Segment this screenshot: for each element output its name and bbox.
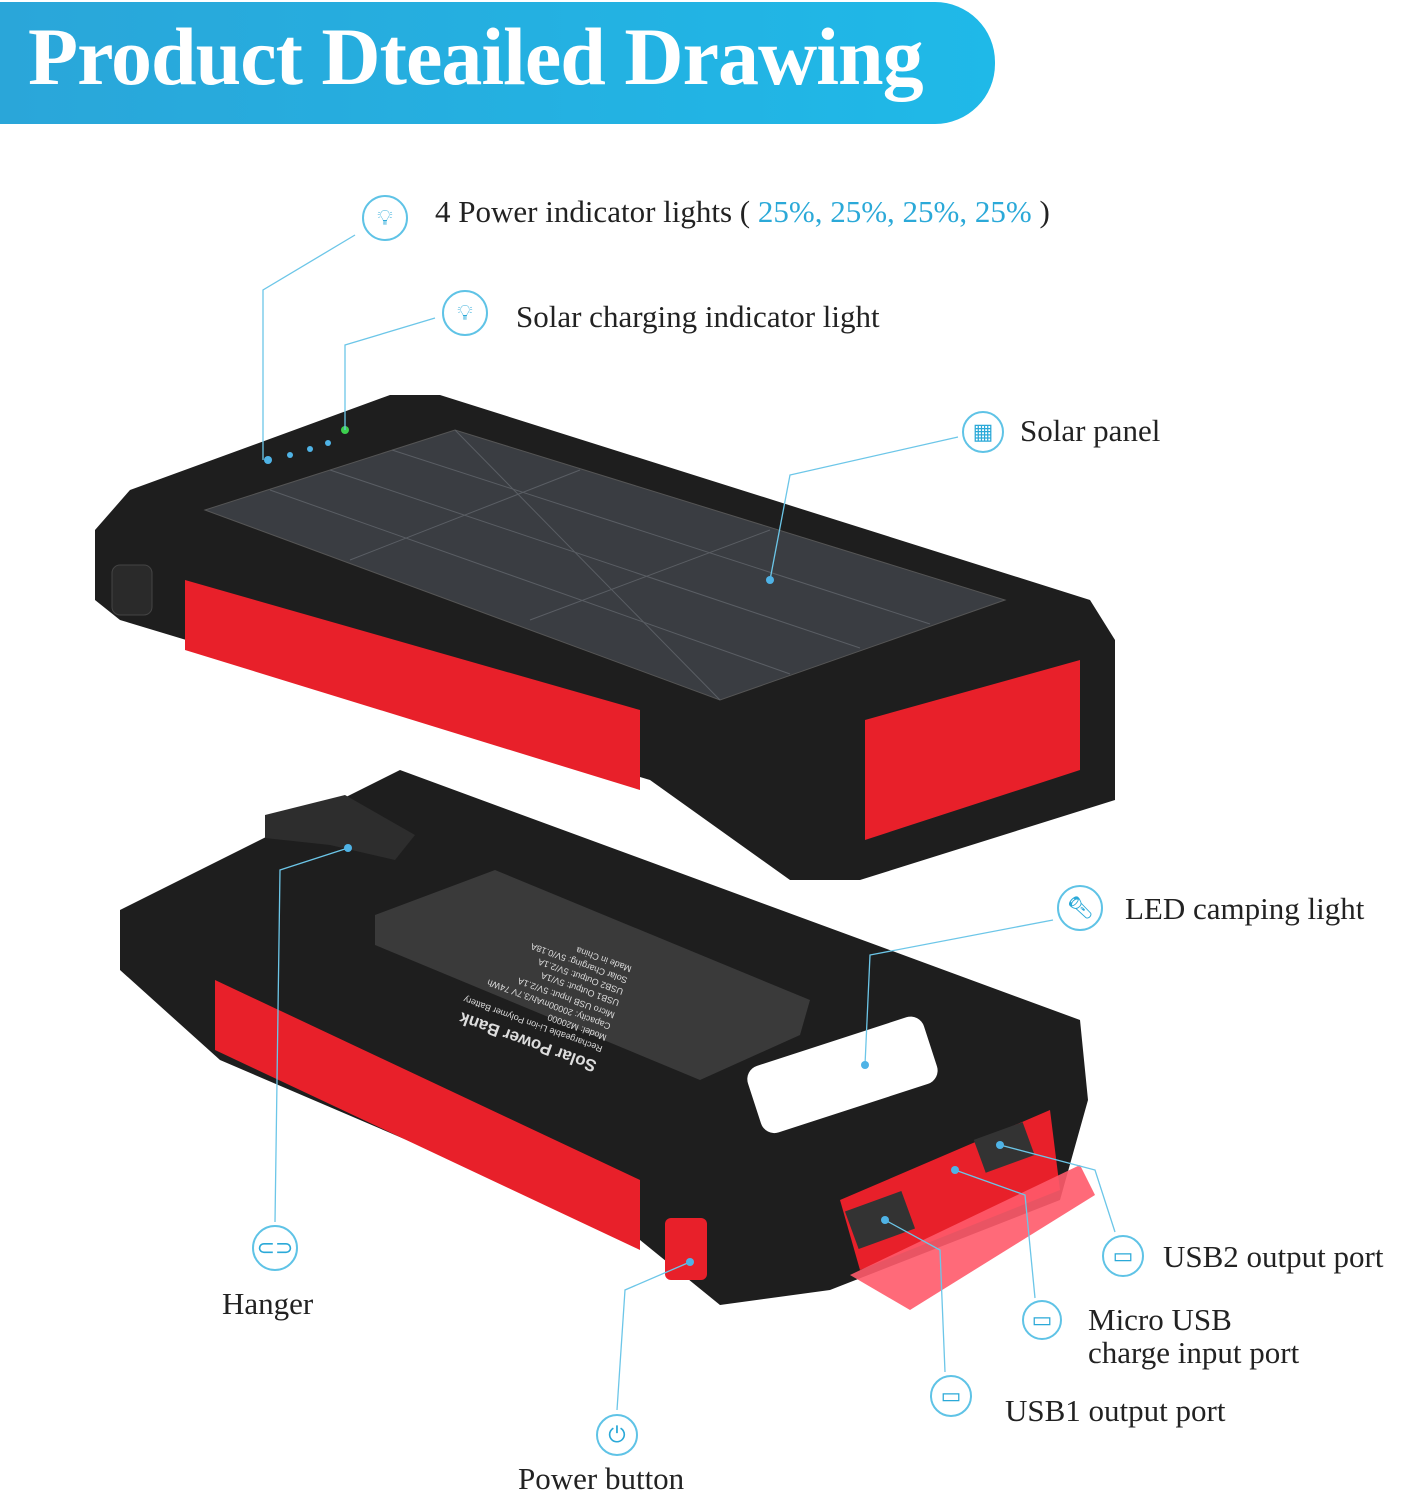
bulb-icon: 💡︎: [442, 290, 488, 336]
spec-plate: [375, 870, 810, 1080]
callout-label: charge input port: [1088, 1334, 1300, 1370]
power-button-callout: Power button: [518, 1461, 685, 1496]
callout-label: ): [1039, 194, 1050, 229]
red-bumper: [185, 580, 640, 790]
solar-panel: [203, 429, 1007, 701]
bulb-icon: 💡︎: [362, 195, 408, 241]
micro-usb-callout: Micro USB charge input port: [1088, 1302, 1300, 1370]
usb-port-icon: ▭: [930, 1375, 972, 1417]
power-bank-front: [95, 395, 1115, 880]
power-icon: ⏻: [596, 1414, 638, 1456]
percent-value: 25%,: [757, 194, 823, 229]
callout-label: Micro USB: [1088, 1302, 1232, 1337]
flashlight-icon: 🔦︎: [1057, 885, 1103, 931]
solar-panel-callout: Solar panel: [1020, 413, 1161, 448]
hanger-callout: Hanger: [222, 1286, 314, 1321]
usb2-callout: USB2 output port: [1163, 1239, 1384, 1274]
carabiner-icon: ⊂⊃: [252, 1225, 298, 1271]
usb1-callout: USB1 output port: [1005, 1393, 1226, 1428]
title-banner: Product Dteailed Drawing: [0, 2, 995, 124]
solar-panel-icon: ▦: [962, 411, 1004, 453]
percent-value: 25%,: [830, 194, 895, 229]
solar-indicator-callout: Solar charging indicator light: [516, 299, 880, 334]
callout-label: 4 Power indicator lights (: [435, 194, 751, 229]
led-callout: LED camping light: [1125, 891, 1365, 926]
power-bank-back: [120, 770, 1095, 1310]
power-indicator-callout: 4 Power indicator lights ( 25%, 25%, 25%…: [435, 194, 1050, 229]
led-light: [747, 1016, 938, 1134]
usb-port-icon: ▭: [1102, 1235, 1144, 1277]
micro-usb-icon: ▭: [1022, 1300, 1062, 1340]
page-title: Product Dteailed Drawing: [28, 11, 924, 102]
percent-value: 25%: [974, 194, 1032, 229]
percent-value: 25%,: [902, 194, 968, 229]
